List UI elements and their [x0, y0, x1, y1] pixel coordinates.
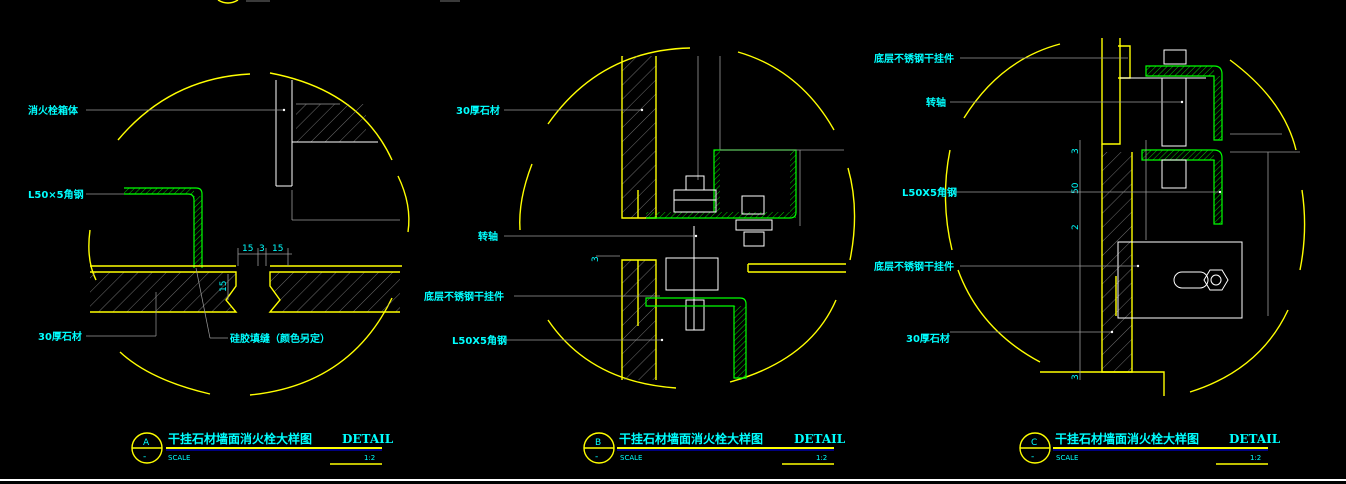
- dim-a-2: 3: [259, 244, 265, 254]
- detail-c-scale-label: SCALE: [1056, 454, 1078, 462]
- label-a-angle-steel: L50×5角钢: [28, 188, 84, 201]
- detail-a-title: 干挂石材墙面消火栓大样图: [168, 431, 312, 446]
- detail-b-scale-value: 1:2: [816, 454, 827, 462]
- detail-c: 3 50 2 3 底层不锈钢干挂件 转轴 L50X5角钢 底层不锈钢干挂件 30…: [874, 38, 1306, 465]
- label-a-stone: 30厚石材: [38, 330, 82, 343]
- detail-c-title: 干挂石材墙面消火栓大样图: [1055, 431, 1199, 446]
- detail-b-stone-upper: [621, 56, 721, 219]
- label-c-angle-steel: L50X5角钢: [902, 186, 957, 199]
- detail-b: 3 30厚石材 转轴 底层不锈钢干挂件 L50X5角钢 B - 干挂石材墙面消火…: [424, 47, 856, 465]
- detail-b-lower-bracket: [645, 263, 846, 379]
- dim-c-3: 2: [1071, 224, 1081, 230]
- detail-a-scale-label: SCALE: [168, 454, 190, 462]
- detail-a-circle: [88, 72, 410, 396]
- detail-c-scale-value: 1:2: [1250, 454, 1261, 462]
- detail-c-leaders: [950, 57, 1222, 334]
- dim-c-2: 50: [1071, 182, 1081, 194]
- dim-a-3: 15: [272, 244, 283, 254]
- label-b-pivot: 转轴: [478, 230, 498, 243]
- label-c-pivot: 转轴: [926, 96, 946, 109]
- detail-a-title-block: A - 干挂石材墙面消火栓大样图 DETAIL SCALE 1:2: [131, 431, 394, 465]
- detail-c-title-block: C - 干挂石材墙面消火栓大样图 DETAIL SCALE 1:2: [1019, 431, 1281, 465]
- label-a-fire-cabinet: 消火栓箱体: [28, 104, 79, 117]
- detail-b-letter: B: [595, 438, 601, 448]
- label-b-hanger: 底层不锈钢干挂件: [424, 290, 504, 303]
- detail-c-cabinet-box: [1117, 241, 1243, 319]
- dim-c-4: 3: [1071, 374, 1081, 380]
- label-c-hanger-bottom: 底层不锈钢干挂件: [874, 260, 954, 273]
- detail-a-stone: [90, 265, 402, 313]
- detail-a: 15 3 15 15 消火栓箱体 L50×5角钢 30厚石材 硅胶填缝（颜色另定…: [28, 72, 410, 465]
- detail-b-title: 干挂石材墙面消火栓大样图: [619, 431, 763, 446]
- label-c-hanger-top: 底层不锈钢干挂件: [874, 52, 954, 65]
- detail-c-middle-bracket: [1141, 133, 1300, 316]
- detail-a-cabinet: [275, 80, 400, 221]
- detail-c-letter: C: [1031, 438, 1037, 448]
- detail-a-scale-value: 1:2: [364, 454, 375, 462]
- detail-c-circle: [944, 43, 1306, 393]
- detail-c-dimensions: 3 50 2 3: [1071, 140, 1081, 380]
- label-b-angle-steel: L50X5角钢: [452, 334, 507, 347]
- detail-c-upper-bracket: [1118, 45, 1223, 147]
- detail-a-dimensions: 15 3 15 15: [219, 244, 292, 300]
- detail-b-scale-label: SCALE: [620, 454, 642, 462]
- detail-b-upper-bracket: [646, 149, 844, 226]
- detail-a-tag: DETAIL: [342, 432, 394, 446]
- top-remnant: [217, 0, 460, 4]
- detail-b-dimensions: 3: [591, 255, 620, 262]
- label-a-silicone: 硅胶填缝（颜色另定）: [230, 332, 330, 345]
- detail-a-leaders: [86, 108, 286, 339]
- detail-c-stone: [1040, 38, 1165, 396]
- dim-a-1: 15: [242, 244, 253, 254]
- dim-b-1: 3: [591, 256, 601, 262]
- detail-b-stone-lower: [621, 259, 657, 380]
- detail-c-tag: DETAIL: [1229, 432, 1281, 446]
- detail-a-letter: A: [143, 438, 150, 448]
- detail-b-title-block: B - 干挂石材墙面消火栓大样图 DETAIL SCALE 1:2: [583, 431, 846, 465]
- detail-a-angle: [124, 187, 203, 268]
- detail-b-circle: [519, 47, 856, 389]
- label-b-stone: 30厚石材: [456, 104, 500, 117]
- svg-text:-: -: [143, 452, 146, 462]
- detail-b-tag: DETAIL: [794, 432, 846, 446]
- dim-a-4: 15: [219, 281, 229, 292]
- label-c-stone: 30厚石材: [906, 332, 950, 345]
- dim-c-1: 3: [1071, 148, 1081, 154]
- svg-text:-: -: [595, 452, 598, 462]
- detail-b-leaders: [504, 108, 698, 342]
- detail-b-bolts: [665, 175, 773, 331]
- svg-text:-: -: [1031, 452, 1034, 462]
